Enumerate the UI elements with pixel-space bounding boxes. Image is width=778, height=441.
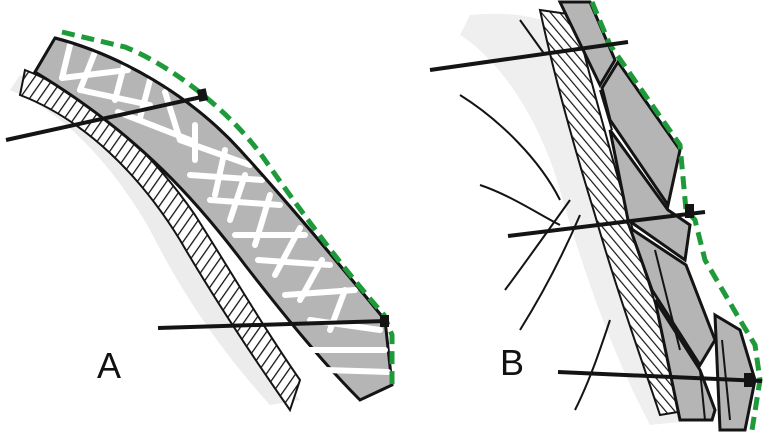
panel-a-wall-outline [54,36,387,321]
panel-b [429,0,763,432]
panel-b-label: B [500,342,525,383]
panel-b-anchor-middle [507,210,706,238]
panel-b-anchor-middle-head [685,204,694,218]
panel-a-soil-shade [10,75,300,405]
panel-a-anchor-lower-head [380,315,389,327]
panel-a [5,29,395,413]
panel-b-stone-slabs [557,0,757,432]
panel-b-anchor-upper [429,40,629,72]
panel-a-anchor-lower [157,319,389,330]
panel-a-dashed-face-line [61,29,395,385]
panel-a-label: A [97,345,122,386]
panel-b-dashed-face-line [589,1,763,431]
panel-a-anchor-upper-head [196,88,209,102]
panel-b-anchor-lower [557,370,763,383]
panel-a-anchor-upper [5,94,207,142]
panel-b-anchor-lower-head [744,373,753,387]
panel-a-stone-joints [59,42,391,375]
